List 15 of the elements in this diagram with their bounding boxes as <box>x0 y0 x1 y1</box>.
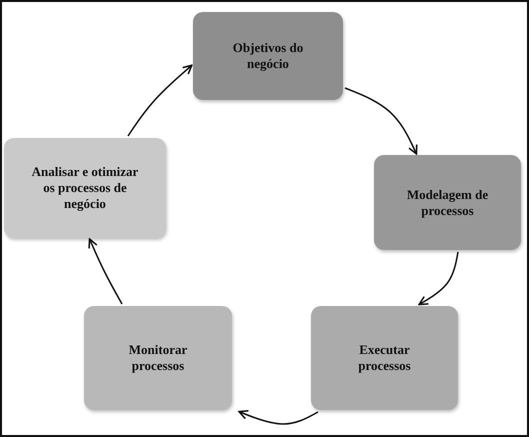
process-box <box>193 12 343 100</box>
process-label: Modelagem de processos <box>406 186 490 218</box>
process-label: Objetivos do negócio <box>232 40 304 72</box>
arrow <box>344 87 418 155</box>
arrow <box>127 64 193 136</box>
process-box <box>374 155 521 250</box>
process-label: Executar processos <box>357 342 412 374</box>
process-box <box>4 138 166 238</box>
process-box <box>311 306 458 410</box>
process-label: Analisar e otimizar os processos de negócio <box>30 164 140 212</box>
arrow <box>418 252 459 306</box>
arrow <box>88 238 123 304</box>
arrow <box>238 410 318 425</box>
process-label: Monitorar processos <box>128 342 188 374</box>
process-box <box>84 306 232 410</box>
